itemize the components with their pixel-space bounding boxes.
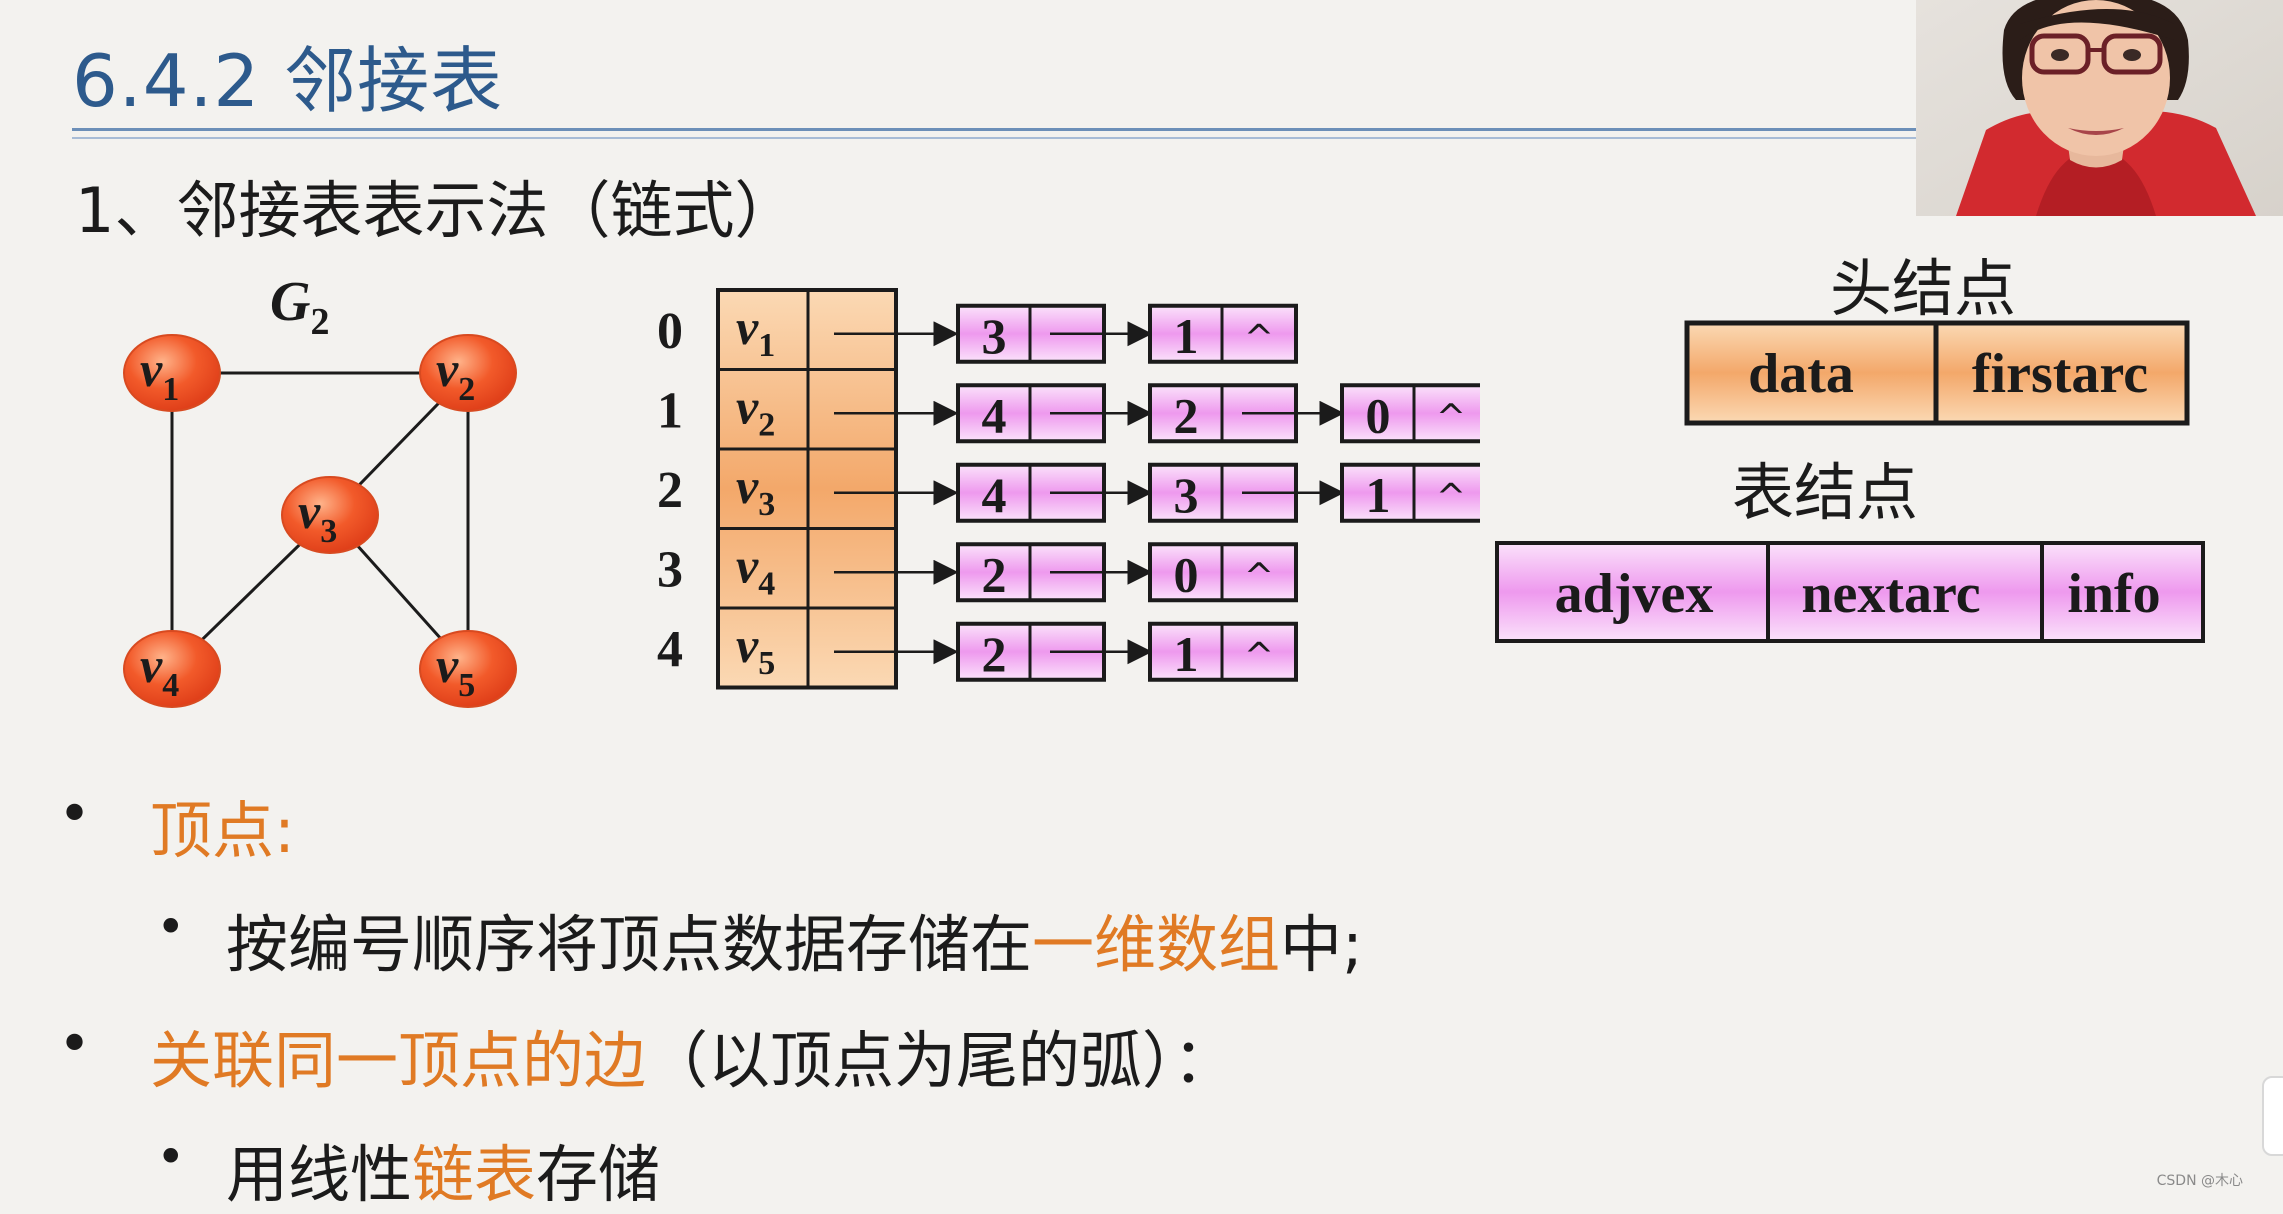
adjvex-value: 4 xyxy=(982,467,1007,523)
bullet-dot: • xyxy=(58,782,92,847)
head-node-structure: data firstarc xyxy=(1684,320,2190,426)
table-node-title: 表结点 xyxy=(1732,456,1919,529)
array-vertex-label: v3 xyxy=(736,458,775,523)
adjvex-value: 2 xyxy=(982,626,1007,682)
bullet-edges-desc: 用线性链表存储 xyxy=(226,1138,661,1211)
array-index: 2 xyxy=(657,462,683,519)
array-index: 1 xyxy=(657,382,683,439)
adjvex-value: 0 xyxy=(1174,546,1199,602)
bullet-dot: • xyxy=(58,1012,92,1077)
field-firstarc: firstarc xyxy=(1972,343,2148,405)
bullet-vertex-label: 顶点: xyxy=(150,794,295,867)
array-index: 0 xyxy=(657,303,683,360)
title-underline xyxy=(72,128,1920,131)
vertex-v2: v2 xyxy=(419,334,517,412)
vertex-v1: v1 xyxy=(123,334,221,412)
array-vertex-label: v5 xyxy=(736,617,775,682)
bullet-edges-label: 关联同一顶点的边（以顶点为尾的弧）： xyxy=(150,1024,1236,1097)
svg-text:v2: v2 xyxy=(436,341,475,408)
adjvex-value: 3 xyxy=(982,308,1007,364)
svg-text:v3: v3 xyxy=(298,483,337,550)
head-node-title: 头结点 xyxy=(1830,252,2017,325)
null-pointer: ^ xyxy=(1244,318,1274,359)
bullet-dot: • xyxy=(156,1128,186,1186)
adjvex-value: 1 xyxy=(1366,467,1391,523)
graph-g2: G2 v1 v2 v3 v4 v5 xyxy=(123,271,517,708)
title-underline-thin xyxy=(72,137,1920,139)
vertex-v4: v4 xyxy=(123,630,221,708)
presenter-webcam xyxy=(1916,0,2283,216)
array-index: 4 xyxy=(657,621,683,678)
null-pointer: ^ xyxy=(1244,556,1274,597)
side-panel-handle[interactable] xyxy=(2262,1076,2283,1156)
section-subtitle: 1、邻接表表示法（链式） xyxy=(75,174,797,247)
svg-text:v5: v5 xyxy=(436,637,475,704)
svg-text:v1: v1 xyxy=(140,341,179,408)
adjvex-value: 1 xyxy=(1174,626,1199,682)
edge-node: 1^ xyxy=(1340,462,1480,523)
edge-node: 1^ xyxy=(1148,621,1298,682)
adjvex-value: 3 xyxy=(1174,467,1199,523)
svg-text:v4: v4 xyxy=(140,637,179,704)
null-pointer: ^ xyxy=(1436,477,1466,518)
null-pointer: ^ xyxy=(1244,636,1274,677)
array-vertex-label: v1 xyxy=(736,299,775,364)
bullet-vertex-desc: 按编号顺序将顶点数据存储在一维数组中; xyxy=(226,908,1363,981)
edge-node: 3 xyxy=(1148,462,1298,523)
vertex-array: v1 v2 v3 v4 v5 xyxy=(716,288,898,690)
field-info: info xyxy=(2067,563,2160,625)
null-pointer: ^ xyxy=(1436,397,1466,438)
field-nextarc: nextarc xyxy=(1801,563,1980,625)
field-data: data xyxy=(1748,343,1854,405)
edge-node: 0^ xyxy=(1148,542,1298,603)
table-node-structure: adjvex nextarc info xyxy=(1495,541,2205,643)
array-vertex-label: v2 xyxy=(736,378,775,443)
adjvex-value: 1 xyxy=(1174,308,1199,364)
page-title: 6.4.2 邻接表 xyxy=(72,39,504,123)
bullet-dot: • xyxy=(156,898,186,956)
vertex-v5: v5 xyxy=(419,630,517,708)
adjvex-value: 2 xyxy=(982,546,1007,602)
array-index: 3 xyxy=(657,541,683,598)
array-vertex-label: v4 xyxy=(736,537,775,602)
adjvex-value: 0 xyxy=(1366,387,1391,443)
field-adjvex: adjvex xyxy=(1555,563,1714,625)
watermark: CSDN @木心 xyxy=(2156,1173,2243,1189)
adjvex-value: 4 xyxy=(982,387,1007,443)
edge-node: 1^ xyxy=(1148,303,1298,364)
vertex-v3: v3 xyxy=(281,476,379,554)
edge-node: 0^ xyxy=(1340,383,1480,444)
adjvex-value: 2 xyxy=(1174,387,1199,443)
graph-label: G2 xyxy=(270,271,329,343)
